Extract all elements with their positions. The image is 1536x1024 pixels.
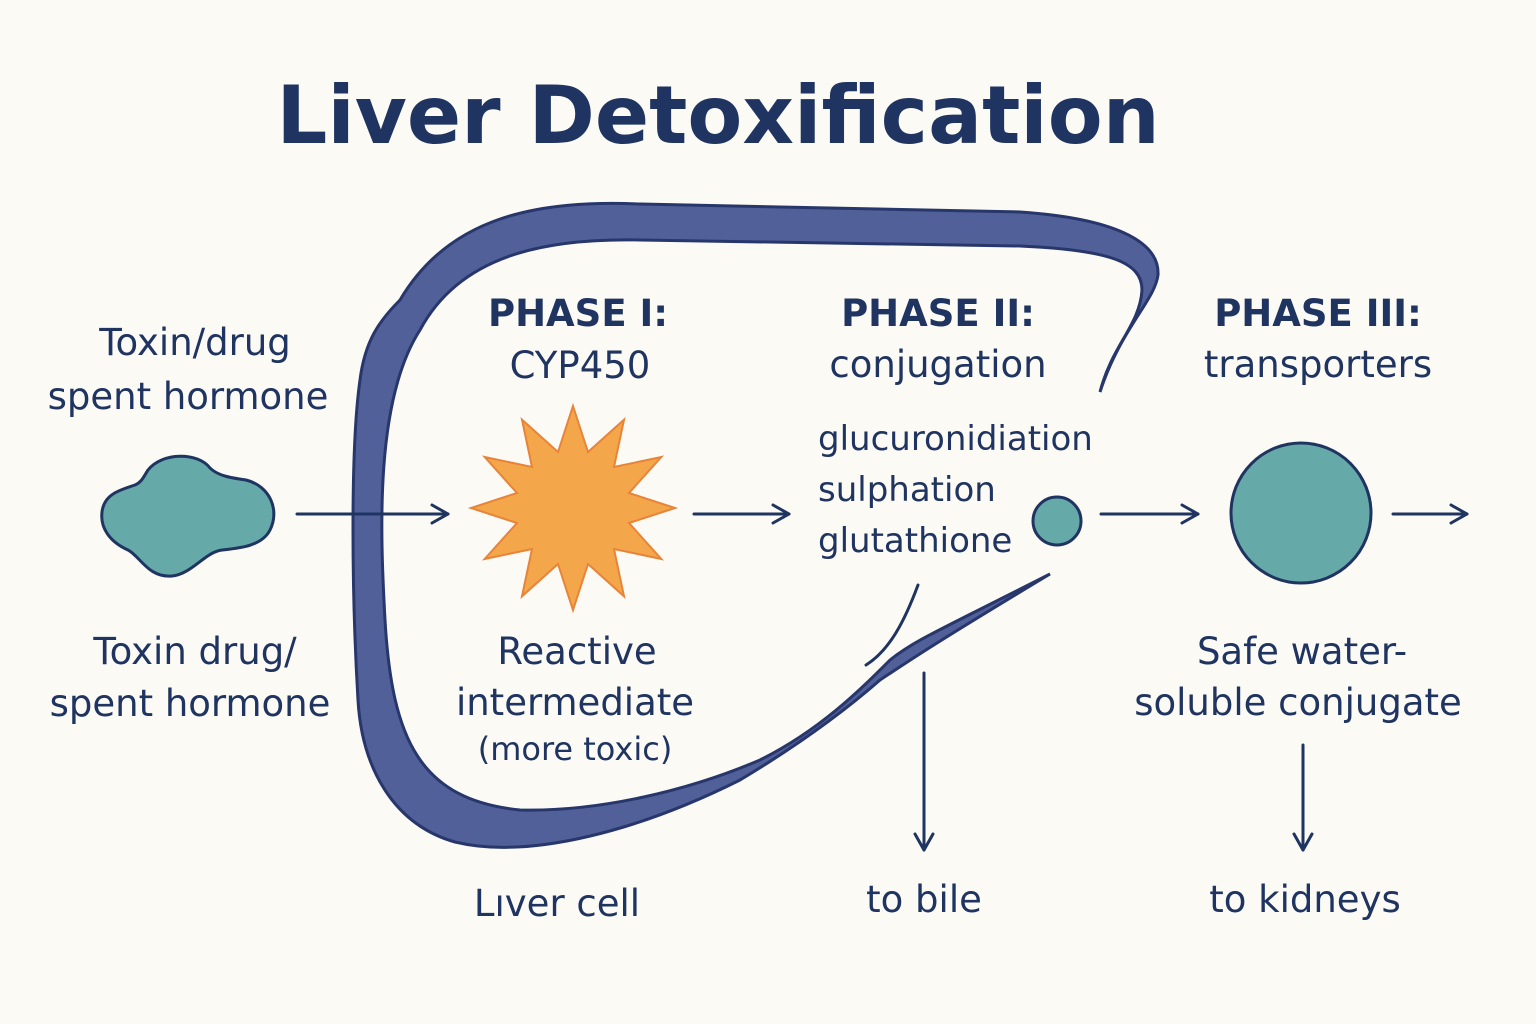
phase1-result-line1: Reactive — [497, 630, 656, 673]
reactive-intermediate-icon — [467, 402, 679, 614]
phase1-result-line2: intermediate — [456, 681, 694, 724]
phase2-pathway-sulphation: sulphation — [818, 470, 996, 510]
water-soluble-conjugate-icon — [1229, 441, 1373, 585]
phase3-result-line2: soluble conjugate — [1134, 681, 1462, 724]
bile-output-label: to bile — [866, 878, 982, 921]
input-label-top-line1: Toxin/drug — [98, 321, 291, 364]
kidneys-output-label: to kidneys — [1209, 878, 1401, 921]
conjugate-small-icon — [1031, 495, 1083, 547]
phase3-subheading: transporters — [1204, 343, 1432, 386]
liver-cell-label: Lıver cell — [474, 882, 640, 925]
liver-cell-membrane — [351, 201, 1160, 849]
phase1-result-line3: (more toxic) — [478, 730, 673, 768]
phase2-pathway-glutathione: glutathione — [818, 521, 1012, 561]
phase1-heading: PHASE I: — [488, 292, 668, 335]
input-label-bottom-line2: spent hormone — [50, 682, 331, 725]
bile-duct-left — [864, 583, 920, 667]
phase1-subheading: CYP450 — [510, 344, 651, 387]
page-title: Liver Detoxification — [276, 69, 1159, 162]
input-label-top-line2: spent hormone — [48, 375, 329, 418]
input-label-bottom-line1: Toxin drug/ — [92, 630, 297, 673]
phase2-subheading: conjugation — [829, 343, 1046, 386]
toxin-molecule-icon — [100, 454, 276, 578]
phase3-heading: PHASE III: — [1214, 292, 1422, 335]
phase3-result-line1: Safe water- — [1197, 630, 1407, 673]
phase2-heading: PHASE II: — [841, 292, 1035, 335]
phase2-pathway-glucuronidation: glucuronidiation — [818, 419, 1093, 459]
